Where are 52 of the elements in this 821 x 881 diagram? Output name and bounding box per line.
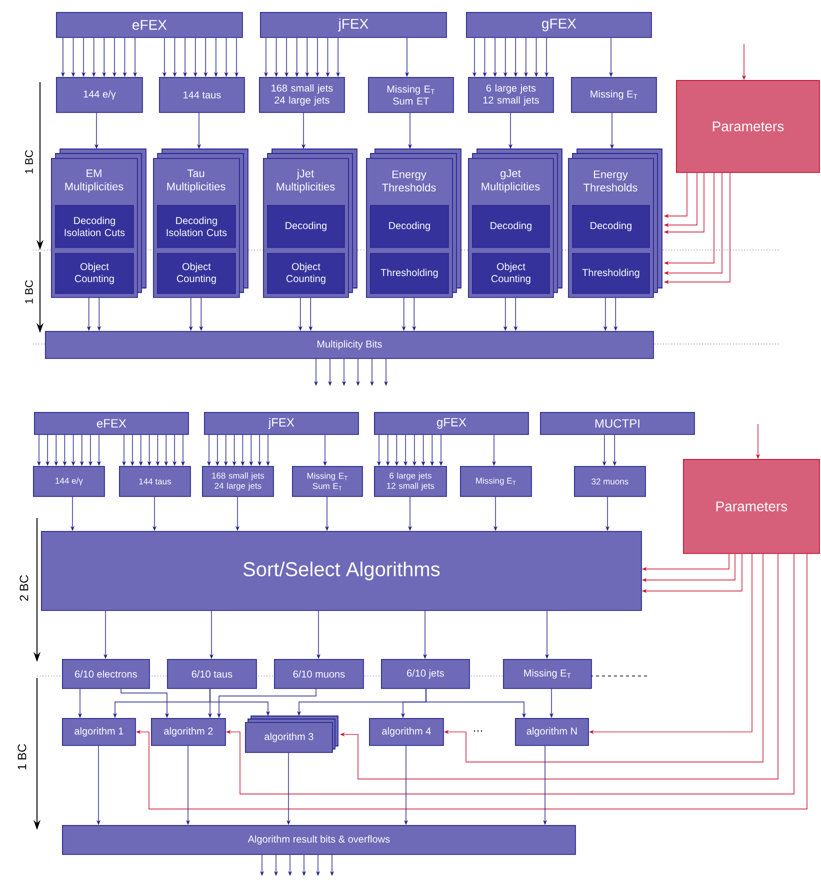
module-bar: eFEX <box>34 412 189 435</box>
data-box: Missing E$_{T}$ Sum ET <box>368 77 454 113</box>
data-box: Missing E$_{T}$ <box>571 77 657 113</box>
process-box: Decoding <box>370 205 449 248</box>
process-box: Decoding <box>472 205 550 248</box>
time-label: 2 BC <box>20 575 28 601</box>
data-box: 6/10 taus <box>167 659 257 689</box>
data-box: Missing E$_{T}$ <box>503 659 592 689</box>
output-bar: Multiplicity Bits <box>45 331 654 359</box>
time-label: 1 BC <box>25 280 33 304</box>
process-box: Decoding Isolation Cuts <box>157 205 236 248</box>
data-box: algorithm 1 <box>62 718 136 746</box>
process-box: Thresholding <box>370 253 449 294</box>
data-box: 6/10 electrons <box>62 659 150 689</box>
process-box: Object Counting <box>267 253 345 294</box>
module-bar: jFEX <box>204 412 359 435</box>
parameters-box: Parameters <box>683 459 820 554</box>
data-box: Missing E$_{T}$ Sum E$_{T}$ <box>292 466 363 497</box>
data-box: 6/10 jets <box>381 659 470 689</box>
data-box: 6/10 muons <box>274 659 364 689</box>
data-box: algorithm N <box>515 718 589 746</box>
ellipsis: … <box>474 730 482 732</box>
data-box: 144 taus <box>159 77 245 113</box>
time-label: 1 BC <box>25 150 33 174</box>
data-box: 144 e/γ <box>56 77 143 113</box>
data-box: 144 e/γ <box>33 466 105 497</box>
process-box: Decoding <box>267 205 345 248</box>
module-bar: jFEX <box>260 12 447 38</box>
module-bar: eFEX <box>56 12 243 38</box>
data-box: 144 taus <box>119 466 191 497</box>
process-box: Decoding Isolation Cuts <box>55 205 134 248</box>
process-box: Thresholding <box>572 253 650 294</box>
process-box: Object Counting <box>55 253 134 294</box>
data-box: 168 small jets 24 large jets <box>202 466 274 497</box>
time-label: 1 BC <box>18 744 26 770</box>
data-box: 6 large jets 12 small jets <box>374 466 447 497</box>
module-bar: gFEX <box>466 12 652 38</box>
stacked-box: algorithm 3 <box>245 716 338 753</box>
data-box: 6 large jets 12 small jets <box>468 77 554 113</box>
module-bar: MUCTPI <box>540 412 695 435</box>
process-box: Object Counting <box>472 253 550 294</box>
parameters-box: Parameters <box>676 80 820 173</box>
data-box: Sort/Select Algorithms <box>41 531 642 611</box>
data-box: 168 small jets 24 large jets <box>259 77 345 113</box>
data-box: algorithm 4 <box>369 718 444 746</box>
data-box: Missing E$_{T}$ <box>460 466 532 497</box>
process-box: Decoding <box>572 205 650 248</box>
process-box: Object Counting <box>157 253 236 294</box>
module-bar: gFEX <box>374 412 529 435</box>
data-box: 32 muons <box>574 466 646 497</box>
output-bar: Algorithm result bits & overflows <box>62 825 576 855</box>
data-box: algorithm 2 <box>151 718 226 746</box>
